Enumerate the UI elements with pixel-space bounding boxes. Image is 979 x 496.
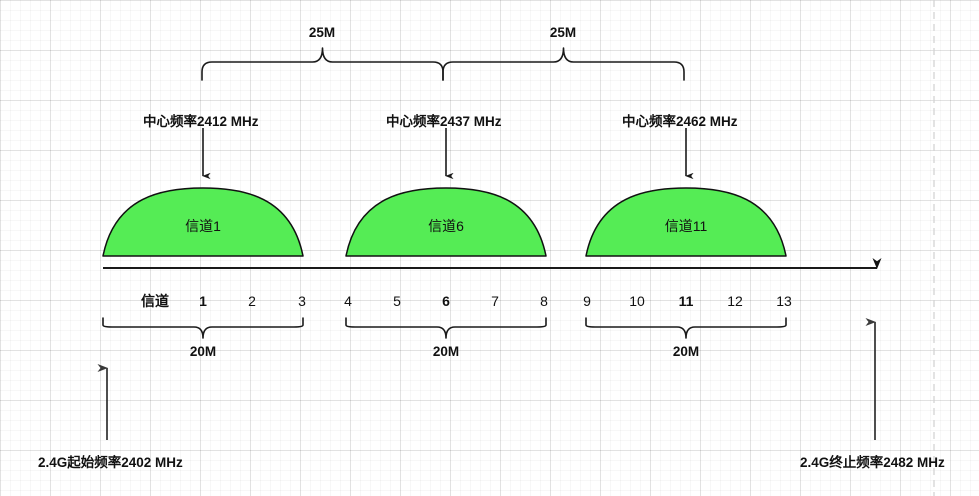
edge-frequency-label-2: 2.4G终止频率2482 MHz [800,455,945,470]
bottom-span-label-3: 20M [672,344,700,359]
channel-tick-11: 11 [678,293,694,309]
top-brace-2 [442,47,685,81]
channel-lobe-label-1: 信道1 [185,218,221,234]
channel-lobe-label-2: 信道6 [428,218,464,234]
top-span-braces [201,47,685,81]
bottom-brace-2 [345,317,547,339]
bottom-span-label-1: 20M [189,344,217,359]
channel-tick-9: 9 [583,293,591,309]
channel-lobe-3 [585,187,787,257]
channel-tick-1: 1 [199,293,207,309]
channel-tick-4: 4 [344,293,352,309]
channel-tick-3: 3 [298,293,306,309]
channel-lobe-2 [345,187,547,257]
top-span-label-2: 25M [549,25,577,40]
channel-tick-10: 10 [629,293,645,309]
channel-tick-7: 7 [491,293,499,309]
top-brace-1 [201,47,444,81]
edge-frequency-label-1: 2.4G起始频率2402 MHz [38,455,183,470]
bottom-span-braces [102,317,787,339]
channel-row-label: 信道 [141,293,169,309]
top-span-label-1: 25M [308,25,336,40]
bottom-brace-3 [585,317,787,339]
center-frequency-arrows [202,128,694,180]
channel-lobe-1 [102,187,304,257]
channel-tick-2: 2 [248,293,256,309]
center-frequency-label-1: 中心频率2412 MHz [143,114,259,129]
center-frequency-label-3: 中心频率2462 MHz [622,114,738,129]
channel-tick-5: 5 [393,293,401,309]
center-frequency-label-2: 中心频率2437 MHz [386,114,502,129]
channel-lobes [102,187,787,257]
channel-tick-12: 12 [727,293,743,309]
channel-tick-8: 8 [540,293,548,309]
bottom-brace-1 [102,317,304,339]
edge-frequency-arrows [97,318,876,440]
channel-lobe-label-3: 信道11 [664,218,708,234]
bottom-span-label-2: 20M [432,344,460,359]
channel-tick-13: 13 [776,293,792,309]
channel-tick-6: 6 [442,293,450,309]
